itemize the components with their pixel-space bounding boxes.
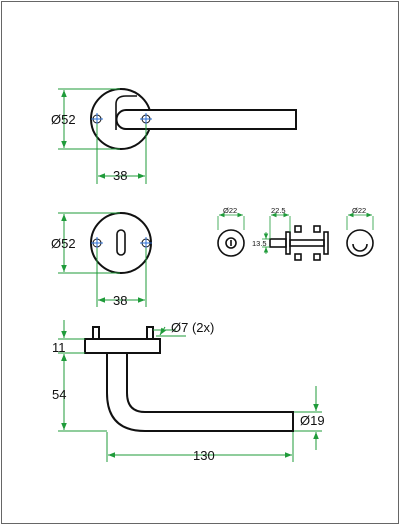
escutcheon-left-screw-icon xyxy=(91,237,103,249)
escutcheon-view xyxy=(90,212,152,274)
side-view xyxy=(84,326,294,432)
top-spacing-label: 38 xyxy=(113,168,127,183)
small-views-dimensions xyxy=(217,212,374,254)
side-lever-outline xyxy=(106,352,294,432)
top-diameter-label: Ø52 xyxy=(51,112,76,127)
side-view-dimensions xyxy=(58,320,322,462)
screw-diameter-label: Ø7 (2x) xyxy=(171,320,214,335)
small-right-rose xyxy=(346,229,374,257)
top-view-dimensions xyxy=(58,88,147,184)
side-rose-plate xyxy=(84,338,161,354)
small-thickness-label: 22.5 xyxy=(271,206,286,215)
top-view xyxy=(90,88,297,150)
keyhole-icon xyxy=(116,229,126,256)
rose-height-label: 11 xyxy=(52,340,66,355)
escutcheon-right-screw-icon xyxy=(140,237,152,249)
side-left-screw-post xyxy=(92,326,100,340)
escutcheon-diameter-label: Ø52 xyxy=(51,236,76,251)
top-lever-outline xyxy=(115,109,297,130)
small-views xyxy=(217,225,374,261)
small-left-diameter-label: Ø22 xyxy=(223,206,237,215)
top-right-screw-icon xyxy=(140,113,152,125)
small-height-label: 13.5 xyxy=(252,239,267,248)
escutcheon-dimensions xyxy=(58,212,147,307)
bar-diameter-label: Ø19 xyxy=(300,413,325,428)
lever-length-label: 130 xyxy=(193,448,215,463)
small-side-section xyxy=(269,225,329,261)
lever-offset-label: 54 xyxy=(52,387,66,402)
side-right-screw-post xyxy=(146,326,154,340)
top-left-screw-icon xyxy=(91,113,103,125)
top-lever-neck xyxy=(115,95,137,105)
small-right-diameter-label: Ø22 xyxy=(352,206,366,215)
small-left-rose xyxy=(217,229,245,257)
escutcheon-spacing-label: 38 xyxy=(113,293,127,308)
